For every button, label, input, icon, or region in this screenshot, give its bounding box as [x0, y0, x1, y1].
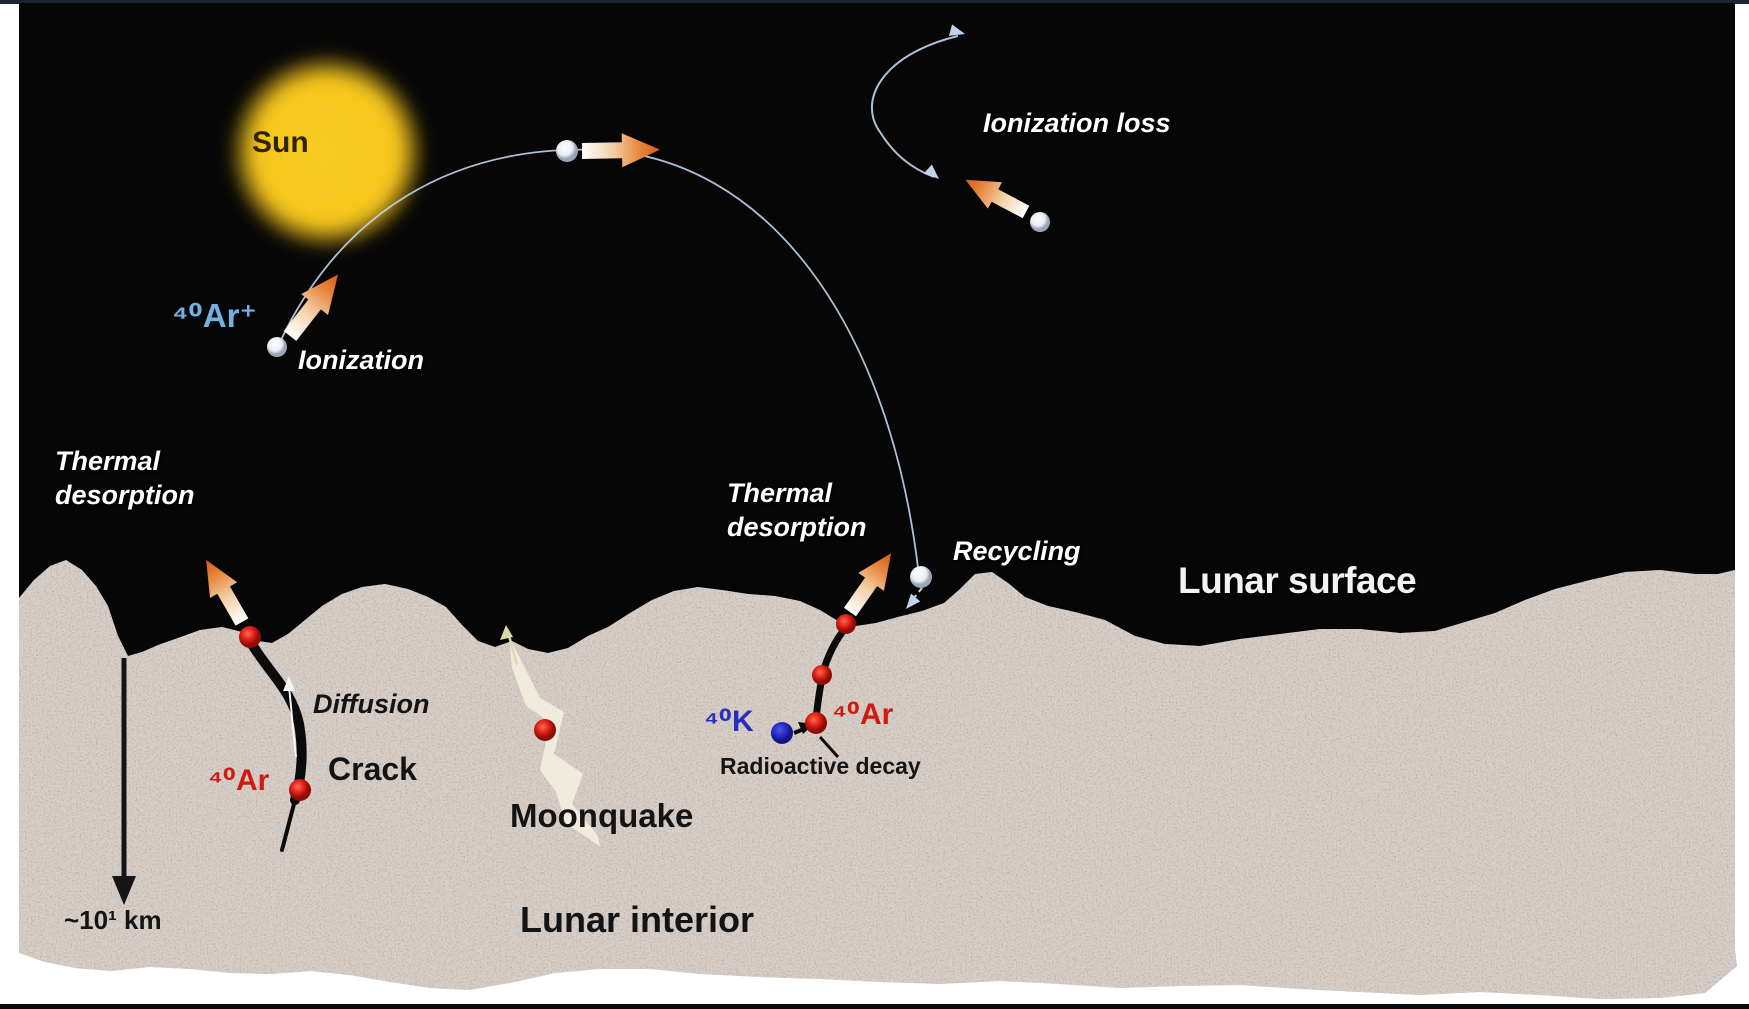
lunar-surface-label: Lunar surface: [1178, 560, 1417, 601]
argon-atom-in-crack: [289, 779, 311, 801]
top-border: [0, 0, 1749, 4]
recycling-label: Recycling: [953, 536, 1081, 566]
radioactive-decay-label: Radioactive decay: [720, 753, 921, 779]
apex-particle: [556, 132, 661, 168]
ionization-loss-ion: [958, 166, 1050, 232]
lunar-interior-label: Lunar interior: [520, 899, 755, 940]
moonquake-arrowhead-icon: [500, 625, 513, 640]
thermal-desorption-line2: desorption: [55, 479, 195, 510]
thermal-desorption-line1: Thermal: [727, 478, 833, 508]
sun-icon: [227, 52, 427, 252]
thermal-desorption-line2: desorption: [727, 511, 867, 542]
depth-label: ~10¹ km: [64, 905, 162, 935]
argon-atom-moonquake: [534, 719, 556, 741]
diffusion-label: Diffusion: [313, 689, 430, 719]
neutral-argon-particle: [910, 566, 932, 588]
ionization-label: Ionization: [298, 345, 424, 375]
thermal-desorption-line1: Thermal: [55, 446, 161, 476]
potassium40-label: ⁴⁰K: [704, 705, 754, 738]
potassium-atom: [771, 722, 793, 744]
lunar-terrain: [19, 560, 1737, 999]
argon-atom-surface: [239, 626, 261, 648]
depth-scale-arrow: [112, 658, 136, 905]
thermal-desorption-label-right: Thermal desorption: [727, 477, 867, 545]
diffusion-arrowhead-icon: [283, 676, 295, 691]
argon40-label-right: ⁴⁰Ar: [832, 698, 894, 731]
crack-left: [239, 626, 311, 852]
bottom-border: [0, 1004, 1749, 1009]
moonquake-bolt: [500, 625, 600, 846]
diffusion-arrow: [288, 685, 297, 758]
ionization-loss-label: Ionization loss: [983, 108, 1171, 138]
crack-label: Crack: [328, 751, 417, 787]
ionization-launch: [267, 264, 352, 357]
thermal-desorption-label-left: Thermal desorption: [55, 445, 195, 513]
argon-atom-rising: [812, 665, 832, 685]
ionization-loss-arc: [871, 24, 967, 184]
argon40-label-left: ⁴⁰Ar: [208, 764, 270, 797]
argon-ion-label: ⁴⁰Ar⁺: [172, 297, 257, 334]
argon-atom-decay: [805, 712, 827, 734]
moonquake-label: Moonquake: [510, 797, 694, 834]
recycling-descent: [901, 566, 932, 613]
argon-atom-surface-right: [836, 614, 856, 634]
radioactive-decay-site: [771, 614, 856, 759]
sun-label: Sun: [252, 126, 309, 159]
